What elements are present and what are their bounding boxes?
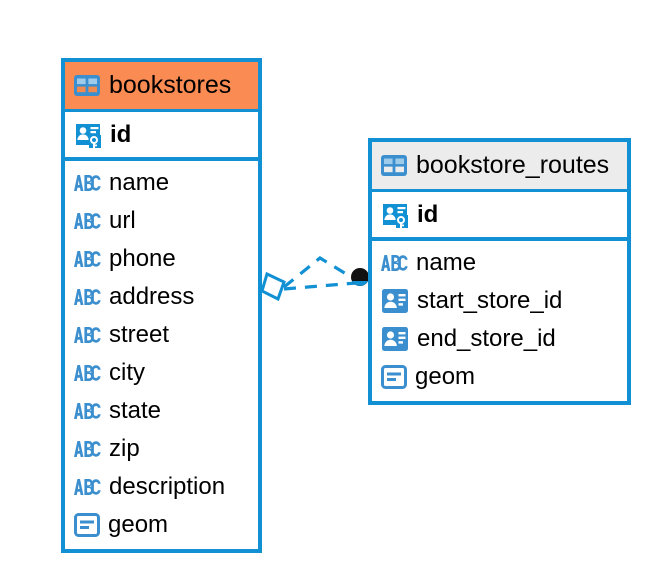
text-type-icon <box>74 441 101 457</box>
table-icon <box>74 75 100 96</box>
text-type-icon <box>74 213 101 229</box>
text-type-icon <box>74 479 101 495</box>
field-row-geom[interactable]: geom <box>65 506 258 544</box>
field-label: id <box>110 120 132 148</box>
field-label: street <box>109 321 170 348</box>
fields-section-bookstore-routes: name start_store_id <box>372 241 627 401</box>
field-row-id[interactable]: id <box>372 192 627 237</box>
table-icon <box>381 155 407 176</box>
entity-title: bookstores <box>109 71 232 99</box>
text-type-icon <box>74 175 101 191</box>
field-row-description[interactable]: description <box>65 468 258 506</box>
field-row-end-store-id[interactable]: end_store_id <box>372 320 627 358</box>
text-type-icon <box>74 251 101 267</box>
field-label: name <box>109 169 170 196</box>
field-label: name <box>416 249 477 276</box>
field-row-zip[interactable]: zip <box>65 430 258 468</box>
text-type-icon <box>74 289 101 305</box>
field-row-name[interactable]: name <box>65 164 258 202</box>
primary-key-section: id <box>372 189 627 241</box>
field-label: geom <box>415 363 476 390</box>
field-row-name[interactable]: name <box>372 244 627 282</box>
field-label: description <box>109 473 226 500</box>
text-type-icon <box>381 255 408 271</box>
entity-bookstore-routes[interactable]: bookstore_routes id <box>368 138 631 405</box>
geometry-type-icon <box>381 365 407 389</box>
field-row-id[interactable]: id <box>65 112 258 157</box>
circle-endpoint[interactable] <box>351 268 369 286</box>
relationship-line-upper <box>282 256 357 289</box>
field-label: city <box>109 359 145 386</box>
field-label: end_store_id <box>417 325 556 352</box>
field-row-state[interactable]: state <box>65 392 258 430</box>
text-type-icon <box>74 403 101 419</box>
field-label: id <box>417 200 439 228</box>
relationship-line-lower <box>283 281 357 291</box>
field-row-street[interactable]: street <box>65 316 258 354</box>
field-label: phone <box>109 245 176 272</box>
text-type-icon <box>74 365 101 381</box>
field-label: start_store_id <box>417 287 563 314</box>
primary-key-icon <box>383 203 408 228</box>
foreign-key-icon <box>382 289 408 313</box>
diamond-endpoint[interactable] <box>260 271 286 302</box>
field-row-geom[interactable]: geom <box>372 358 627 396</box>
entity-header-bookstore-routes[interactable]: bookstore_routes <box>372 142 627 189</box>
field-row-phone[interactable]: phone <box>65 240 258 278</box>
entity-bookstores[interactable]: bookstores id <box>61 58 262 553</box>
geometry-type-icon <box>74 513 100 537</box>
primary-key-icon <box>76 123 101 148</box>
foreign-key-icon <box>382 327 408 351</box>
field-label: url <box>109 207 136 234</box>
text-type-icon <box>74 327 101 343</box>
entity-title: bookstore_routes <box>416 151 610 179</box>
field-row-start-store-id[interactable]: start_store_id <box>372 282 627 320</box>
field-row-url[interactable]: url <box>65 202 258 240</box>
field-label: geom <box>108 511 169 538</box>
fields-section-bookstores: name url <box>65 161 258 549</box>
field-row-city[interactable]: city <box>65 354 258 392</box>
field-label: zip <box>109 435 140 462</box>
entity-header-bookstores[interactable]: bookstores <box>65 62 258 109</box>
primary-key-section: id <box>65 109 258 161</box>
field-label: address <box>109 283 195 310</box>
field-label: state <box>109 397 162 424</box>
field-row-address[interactable]: address <box>65 278 258 316</box>
